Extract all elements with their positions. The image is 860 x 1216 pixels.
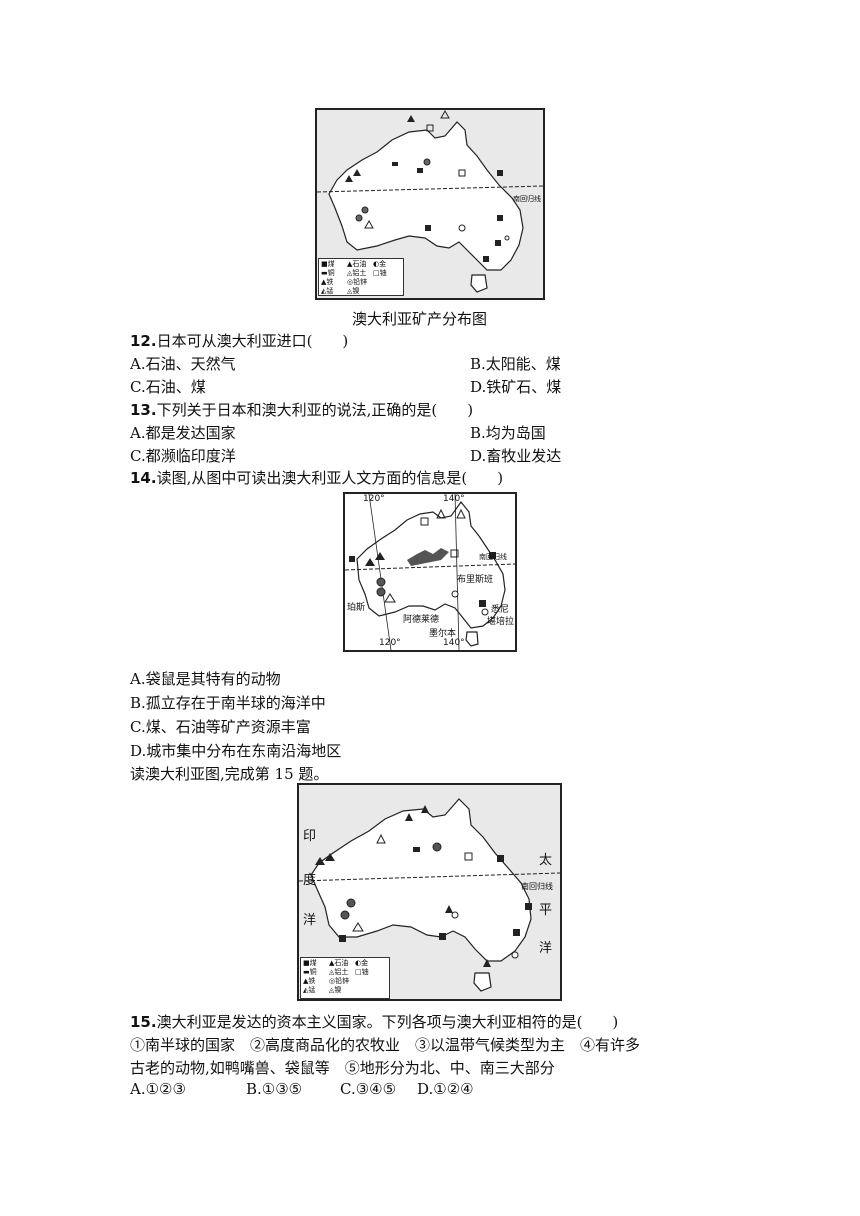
ocean-label-indian-2: 度 [303, 873, 317, 888]
question-15-stem: 15.澳大利亚是发达的资本主义国家。下列各项与澳大利亚相符的是( ) [130, 1013, 619, 1031]
question-14-stem: 14.读图,从图中可读出澳大利亚人文方面的信息是( ) [130, 469, 504, 487]
ocean-label-pacific-2: 平 [539, 903, 553, 918]
question-13-options-ab: A.都是发达国家 B.均为岛国 [130, 422, 730, 443]
question-13-options-cd: C.都濒临印度洋 D.畜牧业发达 [130, 445, 730, 466]
question-14-option-c[interactable]: C.煤、石油等矿产资源丰富 [130, 718, 311, 736]
longitude-140-top: 140° [443, 494, 465, 504]
australia-mineral-map: 南回归线 ■煤▲石油◐金 ▬铜◬铝土□铀 ▲铁◎铅锌 ◭锰◬镍 [315, 108, 545, 300]
option-a[interactable]: A.石油、天然气 [130, 355, 236, 373]
map-legend: ■煤▲石油◐金 ▬铜◬铝土□铀 ▲铁◎铅锌 ◭锰◬镍 [300, 957, 390, 999]
ocean-label-indian-3: 洋 [303, 913, 317, 928]
option-d[interactable]: D.畜牧业发达 [470, 447, 562, 465]
ocean-label-pacific-1: 太 [539, 853, 553, 868]
question-12-options-ab: A.石油、天然气 B.太阳能、煤 [130, 353, 730, 374]
australia-mineral-map-2: 南回归线 印 度 洋 太 平 洋 ■煤▲石油◐金 ▬铜◬铝土□铀 ▲铁◎铅锌 ◭… [297, 783, 562, 1001]
option-a[interactable]: A.都是发达国家 [130, 424, 236, 442]
question-15-statements-2: 古老的动物,如鸭嘴兽、袋鼠等 ⑤地形分为北、中、南三大部分 [130, 1059, 555, 1077]
legend-row: ▲铁◎铅锌 [321, 278, 368, 286]
city-sydney: 悉尼 [491, 605, 510, 615]
option-c[interactable]: C.都濒临印度洋 [130, 447, 236, 465]
question-13-stem: 13.下列关于日本和澳大利亚的说法,正确的是( ) [130, 401, 474, 419]
map-caption: 澳大利亚矿产分布图 [352, 310, 488, 328]
option-c[interactable]: C.石油、煤 [130, 378, 206, 396]
australia-outline [345, 494, 515, 650]
legend-row: ▬铜◬铝土□铀 [303, 968, 369, 976]
tropic-label: 南回归线 [479, 553, 507, 561]
option-a[interactable]: A.①②③ [130, 1080, 186, 1098]
city-perth: 珀斯 [347, 603, 366, 613]
legend-row: ◭锰◬镍 [321, 287, 360, 295]
map-legend: ■煤▲石油◐金 ▬铜◬铝土□铀 ▲铁◎铅锌 ◭锰◬镍 [318, 258, 404, 296]
question-14-option-d[interactable]: D.城市集中分布在东南沿海地区 [130, 742, 342, 760]
longitude-120-bottom: 120° [379, 638, 401, 648]
tropic-label: 南回归线 [513, 195, 541, 203]
question-12-options-cd: C.石油、煤 D.铁矿石、煤 [130, 376, 730, 397]
ocean-label-pacific-3: 洋 [539, 941, 553, 956]
longitude-120-top: 120° [363, 494, 385, 504]
legend-row: ▬铜◬铝土□铀 [321, 269, 387, 277]
legend-row: ◭锰◬镍 [303, 986, 342, 994]
australia-outline [317, 110, 543, 293]
city-melbourne: 墨尔本 [429, 629, 457, 639]
city-canberra: 堪培拉 [487, 617, 515, 627]
legend-row: ■煤▲石油◐金 [321, 260, 387, 268]
question-14-option-b[interactable]: B.孤立存在于南半球的海洋中 [130, 694, 326, 712]
option-c[interactable]: C.③④⑤ [340, 1080, 397, 1098]
ocean-label-indian-1: 印 [303, 829, 317, 844]
option-d[interactable]: D.铁矿石、煤 [470, 378, 562, 396]
question-12-stem: 12.日本可从澳大利亚进口( ) [130, 332, 349, 350]
intro-15: 读澳大利亚图,完成第 15 题。 [130, 765, 329, 783]
australia-cities-map: 120° 140° 120° 140° 南回归线 布里斯班 珀斯 阿德莱德 悉尼… [343, 492, 517, 652]
legend-row: ■煤▲石油◐金 [303, 959, 369, 967]
option-b[interactable]: B.均为岛国 [470, 424, 546, 442]
legend-row: ▲铁◎铅锌 [303, 977, 350, 985]
question-15-statements-1: ①南半球的国家 ②高度商品化的农牧业 ③以温带气候类型为主 ④有许多 [130, 1036, 641, 1054]
city-adelaide: 阿德莱德 [403, 615, 440, 625]
question-14-option-a[interactable]: A.袋鼠是其特有的动物 [130, 670, 281, 688]
option-b[interactable]: B.太阳能、煤 [470, 355, 561, 373]
option-b[interactable]: B.①③⑤ [246, 1080, 303, 1098]
australia-outline [299, 798, 560, 992]
longitude-140-bottom: 140° [443, 638, 465, 648]
city-brisbane: 布里斯班 [457, 575, 494, 585]
tropic-label: 南回归线 [521, 882, 553, 891]
option-d[interactable]: D.①②④ [417, 1080, 474, 1098]
